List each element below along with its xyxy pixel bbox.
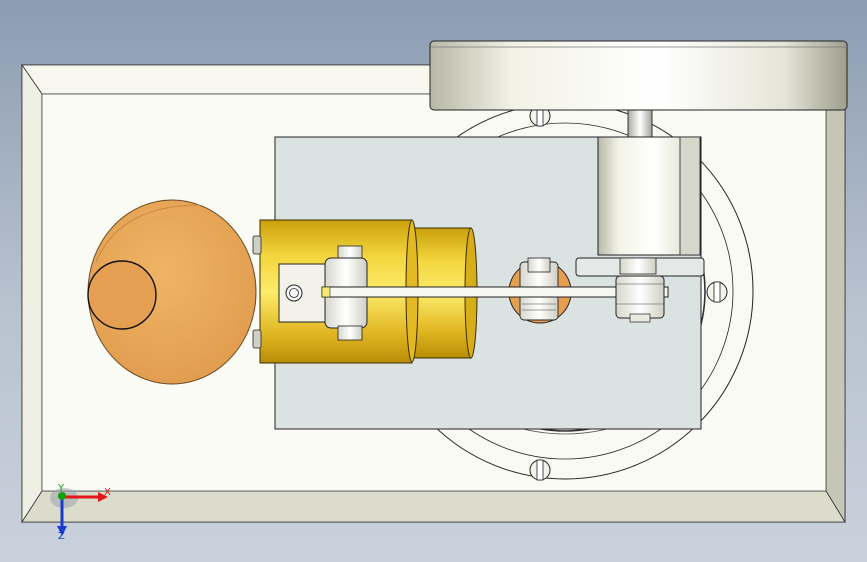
- pulley-wheel: [429, 40, 848, 111]
- y-axis-dot: [58, 492, 66, 500]
- piston-block: [278, 263, 326, 323]
- connecting-rod: [321, 286, 669, 298]
- axis-triad: [50, 488, 108, 536]
- x-axis-label: X: [104, 487, 111, 498]
- screw-bottom: [529, 459, 551, 481]
- screw-right: [706, 281, 728, 303]
- copper-flywheel: [87, 199, 257, 385]
- y-axis-label: Y: [58, 483, 65, 494]
- crank-bracket: [575, 257, 705, 323]
- z-axis-label: Z: [58, 531, 65, 542]
- bearing-housing: [597, 109, 701, 256]
